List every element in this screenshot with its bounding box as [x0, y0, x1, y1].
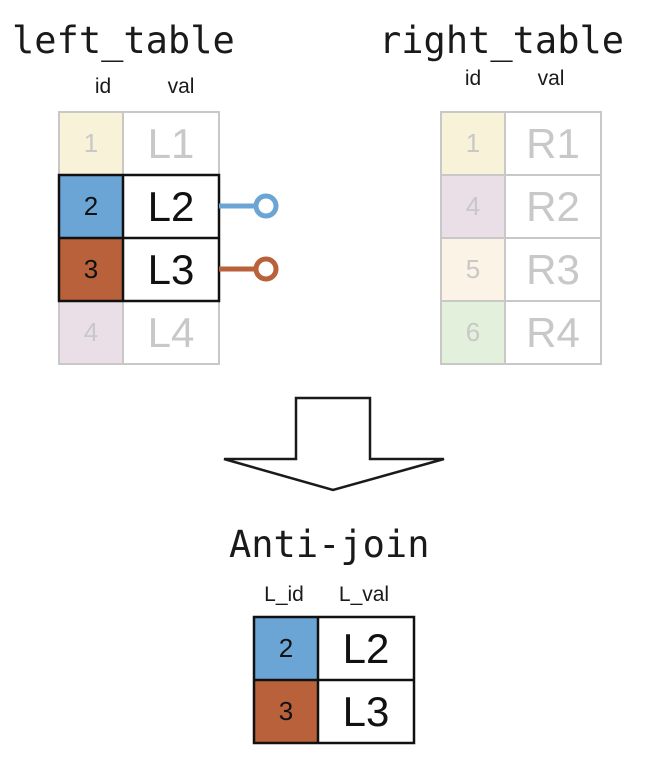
right-row-4-id: 6: [465, 317, 481, 347]
right-id-header: id: [464, 67, 482, 90]
result-row-1-val: L2: [342, 624, 390, 672]
result-id-header: L_id: [264, 583, 304, 606]
result-val-header: L_val: [338, 583, 390, 606]
left-val-header: val: [167, 75, 195, 98]
left-row-1-id: 1: [83, 128, 99, 158]
down-arrow: [223, 396, 445, 492]
result-row-1-id: 2: [278, 633, 294, 663]
right-val-header: val: [537, 67, 565, 90]
result-row-2-id: 3: [278, 696, 294, 726]
right-row-2-val: R2: [526, 182, 580, 230]
left-row-3-val: L3: [147, 245, 195, 293]
orange-connector-end: [253, 256, 279, 282]
left-row-4-id: 4: [83, 317, 99, 347]
left-row-4-val: L4: [147, 308, 195, 356]
right-row-3-id: 5: [465, 254, 481, 284]
result-title: Anti-join: [229, 523, 430, 566]
left-row-2-id: 2: [83, 191, 99, 221]
right-row-3-val: R3: [526, 245, 580, 293]
left-table-title: left_table: [12, 19, 235, 62]
right-row-1-val: R1: [526, 119, 580, 167]
left-row-1-val: L1: [147, 119, 195, 167]
right-row-2-id: 4: [465, 191, 481, 221]
blue-connector-end: [253, 193, 279, 219]
right-table-title: right_table: [379, 19, 625, 62]
result-row-2-val: L3: [342, 687, 390, 735]
right-row-1-id: 1: [465, 128, 481, 158]
left-row-3-id: 3: [83, 254, 99, 284]
left-row-2-val: L2: [147, 182, 195, 230]
left-id-header: id: [94, 75, 112, 98]
right-row-4-val: R4: [526, 308, 580, 356]
